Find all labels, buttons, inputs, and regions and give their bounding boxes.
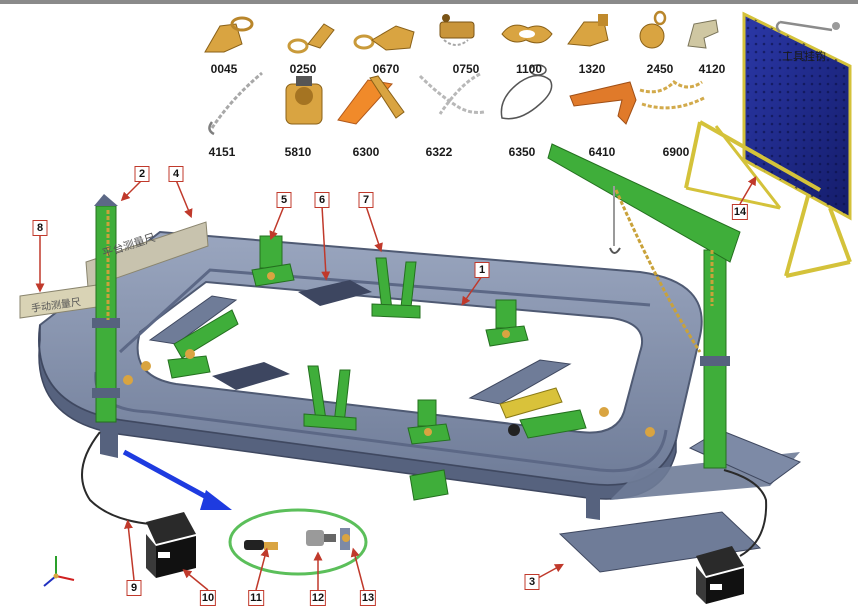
anchor-fitting — [123, 375, 133, 385]
callout-5: 5 — [276, 192, 292, 208]
tool-4151-icon — [208, 71, 263, 136]
hydraulic-pump-right — [696, 546, 744, 604]
tool-4120-icon — [687, 19, 719, 49]
callout-10: 10 — [199, 590, 217, 606]
tool-code-label: 6350 — [508, 145, 536, 159]
tool-6300-icon — [337, 75, 405, 125]
tool-1100-icon — [501, 24, 553, 44]
tool-2450-icon — [639, 10, 667, 49]
tool-rack-label: 工具挂钩 — [782, 50, 826, 63]
tool-0670-icon — [353, 25, 415, 51]
tool-code-label: 2450 — [646, 62, 674, 76]
anchor-fitting — [141, 361, 151, 371]
tool-rack-hook-icon — [775, 20, 840, 33]
jack-cylinder — [499, 387, 587, 439]
tool-code-label: 0045 — [210, 62, 238, 76]
detail-pointer-arrow — [122, 449, 232, 510]
hydraulic-pump-left — [146, 512, 196, 578]
top-edge-bar — [0, 0, 858, 4]
clamp-front — [407, 399, 451, 501]
callout-12: 12 — [309, 590, 327, 606]
callout-4: 4 — [168, 166, 184, 182]
callout-6: 6 — [314, 192, 330, 208]
callout-8: 8 — [32, 220, 48, 236]
tool-code-label: 4151 — [208, 145, 236, 159]
callout-leaders — [35, 176, 757, 591]
tool-6322-icon — [418, 72, 485, 115]
tool-0045-icon — [204, 16, 254, 53]
tool-6900-icon — [639, 80, 705, 110]
tool-1320-icon — [567, 14, 609, 47]
axis-triad-icon — [43, 556, 75, 587]
tool-code-label: 6900 — [662, 145, 690, 159]
tool-code-label: 5810 — [284, 145, 312, 159]
anchor-fitting — [599, 407, 609, 417]
anchor-fitting — [645, 427, 655, 437]
tool-0250-icon — [287, 23, 335, 54]
tool-5810-icon — [285, 76, 323, 125]
callout-7: 7 — [358, 192, 374, 208]
tool-code-label: 6322 — [425, 145, 453, 159]
pulling-tower-right — [547, 143, 741, 469]
tool-6410-icon — [569, 81, 637, 125]
clamp-5 — [251, 235, 295, 287]
tool-code-label: 6410 — [588, 145, 616, 159]
tool-code-label: 1100 — [515, 62, 543, 76]
callout-2: 2 — [134, 166, 150, 182]
tool-code-label: 0750 — [452, 62, 480, 76]
clamp-1 — [485, 299, 529, 347]
tool-0750-icon — [439, 14, 475, 46]
callout-13: 13 — [359, 590, 377, 606]
tool-code-label: 6300 — [352, 145, 380, 159]
callout-14: 14 — [731, 204, 749, 220]
ramp — [558, 511, 762, 573]
tool-code-label: 1320 — [578, 62, 606, 76]
callout-11: 11 — [248, 590, 264, 606]
tool-code-label: 4120 — [698, 62, 726, 76]
support-7 — [371, 257, 421, 319]
pulling-tower-left — [92, 194, 120, 423]
callout-9: 9 — [126, 580, 142, 596]
tool-code-label: 0670 — [372, 62, 400, 76]
hydraulic-hose-right — [723, 469, 768, 557]
tool-code-label: 0250 — [289, 62, 317, 76]
anchor-fitting — [185, 349, 195, 359]
support-front — [303, 365, 357, 431]
callout-1: 1 — [474, 262, 490, 278]
coupler-detail — [228, 508, 368, 576]
tool-6350-icon — [500, 64, 553, 120]
callout-3: 3 — [524, 574, 540, 590]
tool-rack — [684, 11, 852, 278]
